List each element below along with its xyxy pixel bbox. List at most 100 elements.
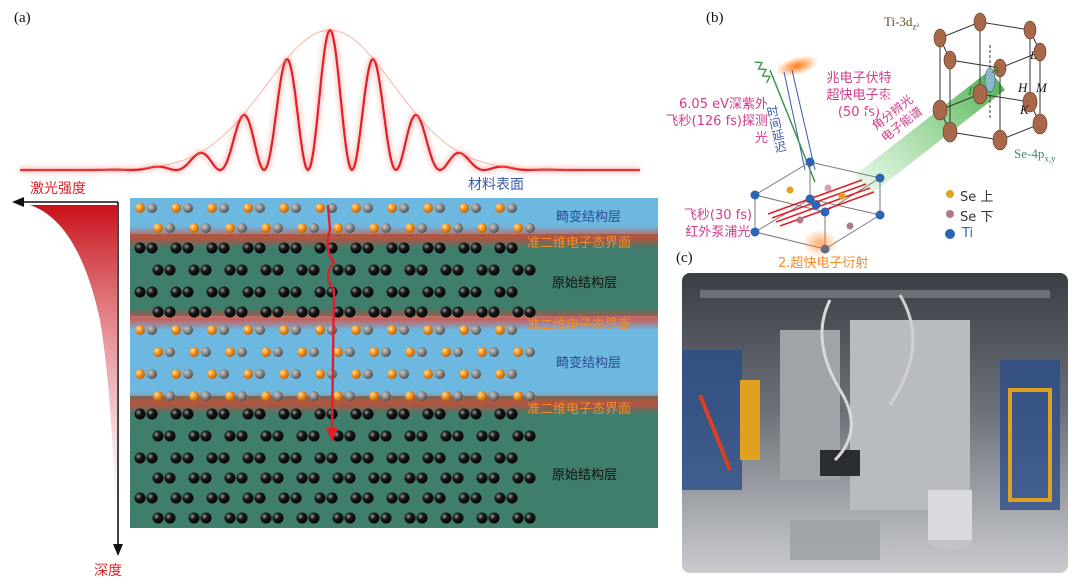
- ti-atom: [332, 512, 344, 524]
- se-atom: [345, 347, 355, 357]
- se-atom: [495, 325, 505, 335]
- ti-atom: [290, 286, 302, 298]
- bz-point-m: M: [1036, 80, 1047, 95]
- ti-atom: [488, 430, 500, 442]
- ti-atom: [404, 430, 416, 442]
- pump-beam: [767, 179, 875, 227]
- ti-atom: [494, 408, 506, 420]
- ti-atom: [218, 452, 230, 464]
- se-atom: [243, 369, 253, 379]
- ti-atom: [170, 408, 182, 420]
- ti-atom: [440, 512, 452, 524]
- ti-atom: [506, 242, 518, 254]
- ti-atom: [494, 492, 506, 504]
- ti-atom: [398, 286, 410, 298]
- ti-atom: [362, 286, 374, 298]
- se-atom: [423, 203, 433, 213]
- lab-equipment: [682, 290, 1060, 560]
- probe-label-line-1: 6.05 eV深紫外: [679, 97, 768, 112]
- interface-glow-1: [130, 226, 658, 248]
- ti-atom: [404, 264, 416, 276]
- ti-atom: [134, 452, 146, 464]
- se-atom: [243, 203, 253, 213]
- ti-atom: [524, 512, 536, 524]
- ti-atom: [182, 242, 194, 254]
- ti-atom: [182, 286, 194, 298]
- ti-atom: [332, 306, 344, 318]
- penetration-arrow-head: [326, 428, 338, 442]
- ti-atom: [146, 242, 158, 254]
- legend-ti: Ti: [962, 226, 974, 241]
- ti-atom: [344, 306, 356, 318]
- pump-label-line-1: 飞秒(30 fs): [683, 208, 753, 223]
- ued-label: 2.超快电子衍射: [778, 256, 869, 271]
- ti-atom: [512, 472, 524, 484]
- se-atom: [261, 391, 271, 401]
- ti-atom: [422, 408, 434, 420]
- legend-dot-se-lower: [946, 210, 954, 218]
- se-atom: [153, 347, 163, 357]
- ti-atom: [488, 512, 500, 524]
- ti-atom: [470, 452, 482, 464]
- se-atom: [237, 347, 247, 357]
- ti-atom: [146, 452, 158, 464]
- se-atom: [201, 391, 211, 401]
- penetration-arrow: [326, 204, 336, 431]
- ti-atom: [380, 430, 392, 442]
- layer-label-original-2: 原始结构层: [552, 468, 618, 483]
- se-atom: [219, 325, 229, 335]
- ti-atom: [146, 408, 158, 420]
- se-atom: [309, 223, 319, 233]
- se-atom: [405, 223, 415, 233]
- se-atom: [363, 325, 373, 335]
- ti-atom: [344, 430, 356, 442]
- depth-label: 深度: [94, 563, 122, 579]
- ti-atom: [224, 512, 236, 524]
- se-atom: [387, 325, 397, 335]
- ti-atom: [488, 306, 500, 318]
- ti-atom: [380, 512, 392, 524]
- se-atom: [387, 369, 397, 379]
- ti-atom: [188, 264, 200, 276]
- ti-atom: [326, 492, 338, 504]
- ti-atom: [170, 242, 182, 254]
- se-atom: [453, 391, 463, 401]
- ti-atom: [188, 306, 200, 318]
- ti-atom: [398, 242, 410, 254]
- se-atom: [201, 223, 211, 233]
- ti-atom: [200, 264, 212, 276]
- ti-atom: [476, 472, 488, 484]
- ti-atom: [386, 242, 398, 254]
- ti-atom: [398, 408, 410, 420]
- electron-bunch: [775, 55, 819, 77]
- se-atom: [189, 391, 199, 401]
- se-atom: [507, 325, 517, 335]
- ti-atom: [296, 264, 308, 276]
- ti3d-label: Ti-3dz²: [884, 14, 919, 32]
- se-atom: [369, 347, 379, 357]
- ti-atom: [434, 242, 446, 254]
- gamma-orbital: [984, 67, 996, 93]
- se-atom: [381, 223, 391, 233]
- ti-atom: [314, 286, 326, 298]
- ti-atom: [332, 472, 344, 484]
- ti-atom: [278, 242, 290, 254]
- legend-se-lower: Se 下: [960, 210, 994, 225]
- ti-atom: [470, 408, 482, 420]
- ti-atom: [440, 430, 452, 442]
- ti-atom: [458, 242, 470, 254]
- se4p-label-text: Se-4p: [1014, 146, 1045, 161]
- ti-atom: [236, 264, 248, 276]
- ti-atom: [152, 430, 164, 442]
- ti-atom: [254, 242, 266, 254]
- se-atom: [471, 369, 481, 379]
- se-atom: [471, 325, 481, 335]
- ti-atom: [416, 306, 428, 318]
- ti-atom: [368, 264, 380, 276]
- atom-lattice: [134, 203, 536, 524]
- se-atom: [459, 369, 469, 379]
- se-atom: [417, 347, 427, 357]
- ti-atom: [452, 306, 464, 318]
- se-atom: [513, 223, 523, 233]
- ti-atom: [398, 492, 410, 504]
